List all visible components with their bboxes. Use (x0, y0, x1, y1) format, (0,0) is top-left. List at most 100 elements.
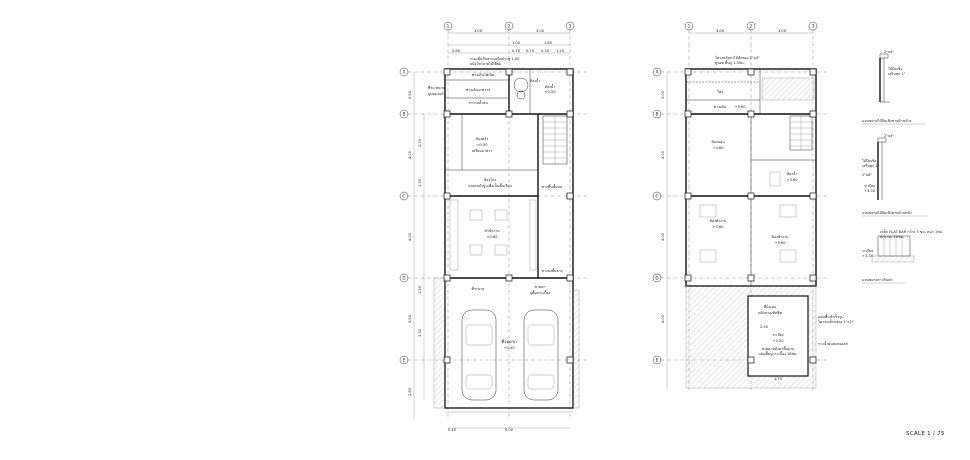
detail-note: เสริมทุก 1" (888, 72, 906, 77)
grid-label: D (655, 276, 658, 281)
note: แผ่นพื้นสำเร็จรูป (818, 313, 844, 319)
dimension: 3.30 (418, 328, 422, 337)
stair (789, 115, 813, 151)
car-right (523, 309, 559, 401)
room-level: +0.50 (476, 143, 488, 147)
detail-title: แบบขยายไม้ปิดเชิงชายด้านหน้า (862, 210, 912, 215)
room-label: ที่ร่ม พฤกษ (428, 85, 446, 90)
grid-row-bubbles: A B C D E (399, 67, 409, 365)
dimension: 4.00 (661, 314, 665, 323)
room-note: หลังคาเมทัลชีท (758, 310, 782, 315)
scale-label: SCALE 1 / 75 (906, 431, 945, 437)
dimension: 1.00 (512, 41, 521, 45)
dimension: 4.00 (661, 150, 665, 159)
room-label: ห้องน้ำ (530, 78, 541, 83)
dimension: 2.70 (418, 138, 422, 147)
room-label: ทางเดิน (714, 105, 727, 109)
room-label: ทางเดินระหว่าง (466, 88, 490, 92)
columns (443, 68, 574, 364)
detail-note: 2"x4" (884, 134, 894, 138)
room-note: แผ่นพื้นปูกระเบื้อง 18ซม. (758, 351, 797, 356)
grid-label: 2 (508, 24, 511, 29)
room-label: ที่ระบาย (472, 286, 485, 291)
room-label: ทางขึ้นชั้นบน (542, 184, 563, 189)
room-level: +0.40 (503, 346, 515, 350)
dimension: 4.00 (408, 314, 412, 323)
dimension: 3.00 (536, 29, 545, 33)
room-level: +3.60 (734, 105, 746, 109)
stair (542, 115, 568, 165)
dimension: 3.00 (716, 29, 725, 33)
detail-note: ไม้ปิดเชิง (887, 66, 902, 71)
detail-note: +3.50 (864, 189, 876, 193)
grid-row-bubbles: A B C D E (652, 67, 662, 365)
grid-label: A (403, 70, 406, 75)
room-label: ชายคา (535, 285, 546, 289)
dimension: 4.00 (408, 232, 412, 241)
detail-title: แบบขยายราวกันตก (862, 278, 893, 282)
detail-title: แบบขยายไม้ปิดเชิงชายด้านข้าง (862, 118, 912, 123)
room-note: ชายคาหลังคาพื้นฐาน (761, 346, 795, 351)
terrace (747, 295, 809, 377)
room-label: ทางลงชั้นล่าง (542, 268, 563, 273)
columns (684, 68, 817, 364)
room-note: แบบเทลำปูนเพื่อเป็นพื้นเรียบ (468, 182, 512, 188)
detail-note: 2"x6" (862, 173, 872, 177)
grid-label: A (656, 70, 659, 75)
room-label: ห้องน้ำ (545, 84, 556, 89)
room-label: ที่นั่งเล่น (764, 304, 777, 309)
grid-label: 3 (569, 24, 572, 29)
dimension: 0.70 (512, 49, 521, 53)
detail-eave-front: 2"x4" ไม้ปิดเชิง เสริมทุก 1" 2"x6" ระเบี… (861, 134, 928, 217)
office-furniture (449, 199, 537, 271)
grid-label: 1 (688, 24, 691, 29)
dimension: 4.00 (408, 150, 412, 159)
detail-note: 2"x4" (884, 50, 894, 54)
grid-column-bubbles: 1 2 3 (684, 21, 818, 31)
dimension: 3.00 (661, 90, 665, 99)
dimension: 0.40 (448, 428, 457, 432)
room-level: +0.50 (544, 90, 556, 94)
dimension: 3.00 (778, 29, 787, 33)
room-level: +3.60 (712, 146, 724, 150)
grid-label: D (402, 276, 405, 281)
grid-column-bubbles: 1 2 3 (443, 21, 575, 31)
grid-label: C (656, 194, 659, 199)
detail-note: เหล็ก FLAT BAR กว้าง 5 ซม. หนา 1ซม. (880, 228, 943, 234)
room-label: ห้องโถง (484, 177, 496, 182)
detail-eave-side: 2"x4" ไม้ปิดเชิง เสริมทุก 1" แบบขยายไม้ป… (862, 50, 925, 125)
toilet-symbol (513, 77, 529, 93)
dimension: 0.80 (452, 49, 461, 53)
room-label: ห้องน้ำ (787, 171, 798, 176)
dimension: 5.00 (505, 428, 514, 432)
note: ยูรอฟ พื้นปู 1.50ม. (715, 60, 745, 65)
room-label: ระบายน้ำฝน (468, 100, 488, 105)
upper-floor-plan: 1 2 3 A B C D E 3.00 3.00 3.00 4.00 4.00… (652, 21, 854, 390)
room-label: ห้องทำงาน (772, 234, 789, 239)
note: โครงหลังคาไม้สักทอง 2"x4" (715, 55, 760, 60)
grid-label: 3 (812, 24, 815, 29)
room-label: ห้องทำงาน (710, 218, 727, 223)
dimension: 4.00 (661, 232, 665, 241)
detail-note: เสริมทุก 1" (862, 164, 880, 169)
room-label: โล่ง (717, 89, 723, 94)
detail-note: ไม้ปิดเชิง (861, 158, 876, 163)
note: ผนังโชว์ลายไม้เทียม (470, 61, 502, 66)
dimension: 1.20 (556, 49, 565, 53)
grid-label: 1 (447, 24, 450, 29)
room-level: +3.60 (712, 225, 724, 229)
grid-label: B (403, 112, 406, 117)
note: โครงเหล็กกล่อง 1"x2" (818, 318, 854, 324)
car-left (461, 309, 497, 401)
note: รางน้ำฝนสแตนเลส (818, 341, 848, 346)
room-label: ที่จอดรถ (501, 338, 517, 344)
detail-note: ระเบียง (862, 248, 873, 253)
dimension: 2.50 (760, 325, 769, 329)
dimension: 2.00 (408, 90, 412, 99)
dimension: 3.00 (474, 29, 483, 33)
detail-note: ระเบียง (864, 183, 875, 188)
dimension: 1.85 (544, 41, 552, 45)
detail-railing: เหล็ก FLAT BAR กว้าง 5 ซม. หนา 1ซม. ทุกร… (862, 228, 943, 284)
room-label: ทางเดินไฟเปิด (472, 72, 495, 77)
